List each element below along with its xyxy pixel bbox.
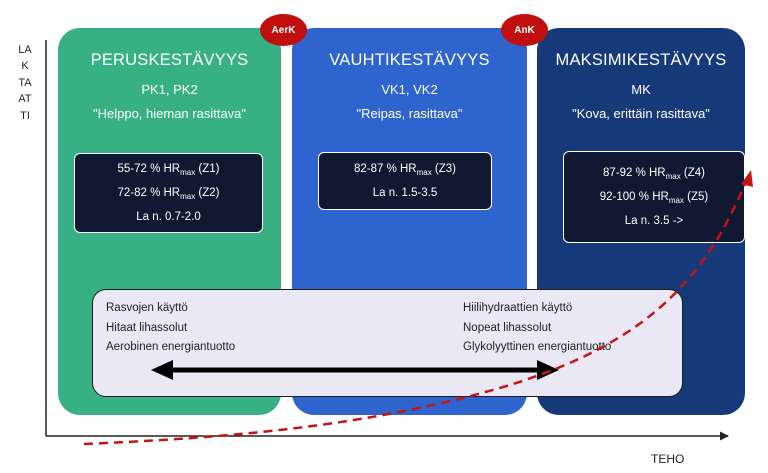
aerobic-threshold-marker: AerK [260, 14, 307, 46]
zone-description: "Reipas, rasittava" [356, 106, 463, 121]
zone-description: "Kova, erittäin rasittava" [572, 106, 710, 121]
zone-title: MAKSIMIKESTÄVYYS [555, 51, 727, 69]
hr-line-z5: 92-100 % HRmax (Z5) [599, 190, 709, 205]
hr-box-zone1: 55-72 % HRmax (Z1) 72-82 % HRmax (Z2) La… [74, 153, 263, 233]
hr-box-zone3: 87-92 % HRmax (Z4) 92-100 % HRmax (Z5) L… [563, 151, 745, 243]
arrow-head-right [537, 360, 559, 380]
zone-subtitle: VK1, VK2 [381, 82, 438, 97]
hr-line-z4: 87-92 % HRmax (Z4) [602, 166, 706, 181]
hr-line-z3: 82-87 % HRmax (Z3) [353, 162, 457, 177]
arrow-head-left [151, 360, 173, 380]
x-axis-label: TEHO [651, 452, 685, 466]
hr-line-z2: 72-82 % HRmax (Z2) [117, 186, 220, 201]
y-axis-label: LAKTAATTI [18, 44, 32, 122]
zone-title: VAUHTIKESTÄVYYS [329, 51, 490, 69]
lactate-range: La n. 3.5 -> [624, 214, 684, 227]
lactate-range: La n. 0.7-2.0 [136, 210, 201, 223]
zone-title: PERUSKESTÄVYYS [90, 51, 249, 69]
energy-system-box: Rasvojen käyttö Hitaat lihassolut Aerobi… [92, 289, 683, 397]
hr-box-zone2: 82-87 % HRmax (Z3) La n. 1.5-3.5 [318, 152, 492, 210]
hr-line-z1: 55-72 % HRmax (Z1) [117, 162, 220, 177]
lactate-range: La n. 1.5-3.5 [372, 186, 438, 199]
zone-subtitle: PK1, PK2 [141, 82, 198, 97]
anaerobic-threshold-marker: AnK [501, 14, 548, 46]
double-arrow [151, 360, 559, 380]
zone-subtitle: MK [631, 82, 651, 97]
zone-description: "Helppo, hieman rasittava" [92, 106, 247, 121]
